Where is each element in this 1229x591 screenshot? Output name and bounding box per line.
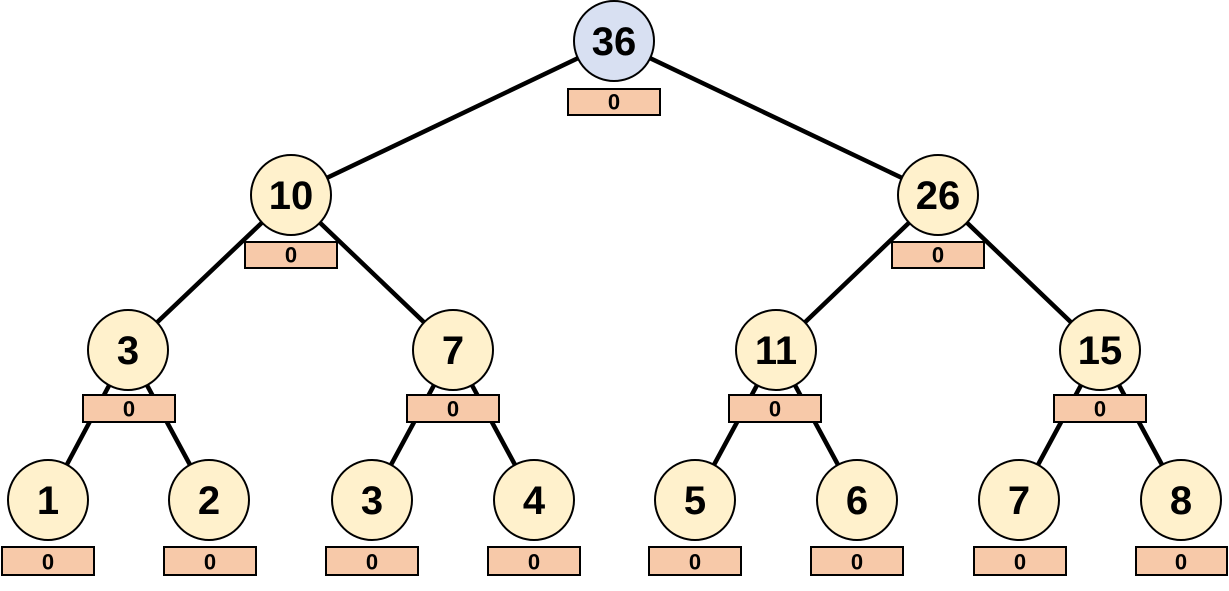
node-value-left: 10 bbox=[269, 174, 314, 218]
node-circle-right-right bbox=[1059, 309, 1141, 391]
leaf-circle-2 bbox=[168, 459, 250, 541]
lazy-box-left bbox=[244, 241, 338, 269]
leaf-lazy-box-1 bbox=[1, 546, 95, 576]
leaf-lazy-box-5 bbox=[648, 546, 742, 576]
node-circle-root bbox=[573, 0, 655, 82]
leaf-circle-8 bbox=[1140, 459, 1222, 541]
lazy-value-right: 0 bbox=[932, 243, 944, 268]
tree-leaf-3: 3 0 bbox=[325, 459, 419, 576]
leaf-lazy-value-5: 0 bbox=[689, 550, 701, 575]
leaf-circle-7 bbox=[978, 459, 1060, 541]
tree-leaf-8: 8 0 bbox=[1135, 459, 1228, 576]
leaf-lazy-value-7: 0 bbox=[1014, 550, 1026, 575]
node-value-right-right: 15 bbox=[1078, 329, 1123, 373]
leaf-lazy-box-4 bbox=[487, 546, 581, 576]
node-value-left-right: 7 bbox=[442, 329, 464, 373]
tree-node-right: 26 0 bbox=[891, 154, 985, 269]
leaf-lazy-box-2 bbox=[163, 546, 257, 576]
leaf-circle-6 bbox=[816, 459, 898, 541]
node-circle-right bbox=[897, 154, 979, 236]
node-value-left-left: 3 bbox=[117, 329, 139, 373]
leaf-lazy-value-1: 0 bbox=[42, 550, 54, 575]
leaf-value-7: 7 bbox=[1008, 479, 1030, 523]
node-value-root: 36 bbox=[592, 20, 637, 64]
lazy-value-right-right: 0 bbox=[1094, 397, 1106, 422]
tree-leaf-7: 7 0 bbox=[973, 459, 1067, 576]
node-circle-left-right bbox=[412, 309, 494, 391]
leaf-value-2: 2 bbox=[198, 479, 220, 523]
leaf-circle-5 bbox=[654, 459, 736, 541]
lazy-box-left-right bbox=[406, 394, 500, 423]
leaf-lazy-box-3 bbox=[325, 546, 419, 576]
leaf-circle-1 bbox=[7, 459, 89, 541]
tree-node-left-left: 3 0 bbox=[82, 309, 176, 423]
tree-leaf-4: 4 0 bbox=[487, 459, 581, 576]
leaf-circle-3 bbox=[331, 459, 413, 541]
tree-leaf-2: 2 0 bbox=[163, 459, 257, 576]
node-circle-left-left bbox=[87, 309, 169, 391]
tree-leaf-5: 5 0 bbox=[648, 459, 742, 576]
leaf-value-3: 3 bbox=[361, 479, 383, 523]
leaf-value-1: 1 bbox=[37, 479, 59, 523]
node-value-right-left: 11 bbox=[755, 329, 797, 373]
tree-node-right-left: 11 0 bbox=[728, 309, 822, 423]
node-circle-left bbox=[250, 154, 332, 236]
node-value-right: 26 bbox=[916, 174, 961, 218]
lazy-value-root: 0 bbox=[608, 90, 620, 115]
leaf-value-6: 6 bbox=[846, 479, 868, 523]
leaf-circle-4 bbox=[493, 459, 575, 541]
edge-root-to-left bbox=[288, 38, 617, 198]
tree-node-right-right: 15 0 bbox=[1053, 309, 1147, 423]
lazy-value-left-left: 0 bbox=[123, 397, 135, 422]
tree-leaf-6: 6 0 bbox=[810, 459, 904, 576]
leaf-value-5: 5 bbox=[684, 479, 706, 523]
lazy-box-right-left bbox=[728, 394, 822, 423]
lazy-box-right-right bbox=[1053, 394, 1147, 423]
tree-node-left-right: 7 0 bbox=[406, 309, 500, 423]
lazy-value-left-right: 0 bbox=[447, 397, 459, 422]
leaf-value-4: 4 bbox=[523, 479, 546, 523]
leaf-value-8: 8 bbox=[1170, 479, 1192, 523]
edge-root-to-right bbox=[611, 38, 941, 198]
tree-node-left: 10 0 bbox=[244, 154, 338, 269]
lazy-box-right bbox=[891, 241, 985, 269]
leaf-lazy-box-6 bbox=[810, 546, 904, 576]
leaf-lazy-value-4: 0 bbox=[528, 550, 540, 575]
lazy-box-root bbox=[567, 88, 661, 116]
leaf-lazy-box-7 bbox=[973, 546, 1067, 576]
lazy-value-left: 0 bbox=[285, 243, 297, 268]
tree-node-root: 36 0 bbox=[567, 0, 661, 116]
leaf-lazy-value-3: 0 bbox=[366, 550, 378, 575]
leaf-lazy-value-8: 0 bbox=[1175, 550, 1187, 575]
leaf-lazy-value-6: 0 bbox=[851, 550, 863, 575]
lazy-value-right-left: 0 bbox=[769, 397, 781, 422]
lazy-box-left-left bbox=[82, 394, 176, 423]
tree-leaf-1: 1 0 bbox=[1, 459, 95, 576]
leaf-lazy-box-8 bbox=[1135, 546, 1228, 576]
node-circle-right-left bbox=[735, 309, 817, 391]
leaf-lazy-value-2: 0 bbox=[204, 550, 216, 575]
